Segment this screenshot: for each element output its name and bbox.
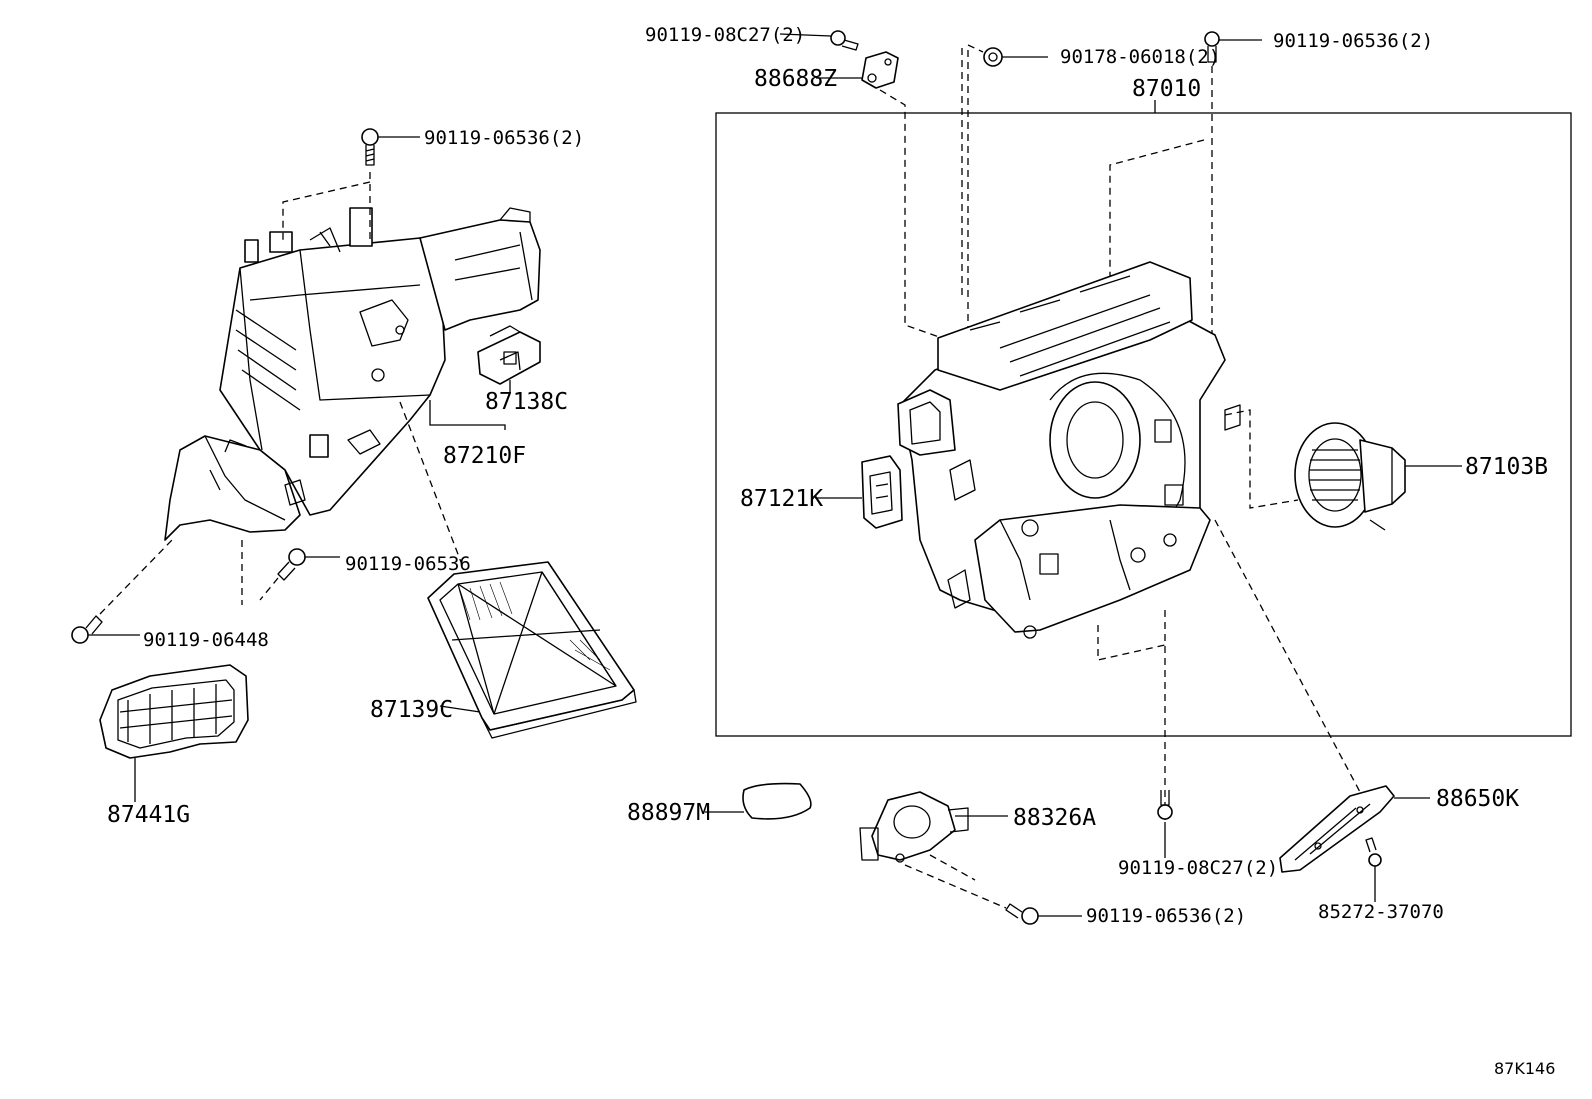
label-90119-08c27-bottom: 90119-08C27(2) — [1118, 857, 1278, 879]
label-90119-06536: 90119-06536 — [345, 553, 471, 575]
blower-case-87210f — [164, 207, 541, 541]
part-87121k — [861, 455, 903, 529]
screw-90119-06536-bottom — [1005, 903, 1039, 925]
screw-90119-06536-left — [361, 128, 379, 166]
screw-90119-06448 — [71, 615, 103, 644]
label-85272-37070: 85272-37070 — [1318, 901, 1444, 923]
label-90119-08c27-top: 90119-08C27(2) — [645, 24, 805, 46]
label-87210f: 87210F — [443, 443, 526, 469]
label-88688z: 88688Z — [754, 66, 837, 92]
blower-motor-87103b — [1294, 422, 1406, 531]
resistor-87138c — [477, 325, 541, 385]
label-90119-06448: 90119-06448 — [143, 629, 269, 651]
servo-88326a — [859, 791, 969, 863]
screw-90119-08c27-bottom — [1157, 790, 1173, 820]
label-88326a: 88326A — [1013, 805, 1096, 831]
label-87010: 87010 — [1132, 76, 1201, 102]
label-90178-06018: 90178-06018(2) — [1060, 46, 1220, 68]
label-87121k: 87121K — [740, 486, 823, 512]
label-87139c: 87139C — [370, 697, 453, 723]
bracket-88650k — [1279, 785, 1395, 873]
filter-87139c — [427, 561, 637, 739]
plug-88897m — [742, 782, 812, 820]
screw-90119-06536 — [277, 548, 306, 581]
label-87103b: 87103B — [1465, 454, 1548, 480]
label-87138c: 87138C — [485, 389, 568, 415]
label-90119-06536-bottom: 90119-06536(2) — [1086, 905, 1246, 927]
label-90119-06536-left: 90119-06536(2) — [424, 127, 584, 149]
label-90119-06536-topright: 90119-06536(2) — [1273, 30, 1433, 52]
screw-90119-08c27-top — [830, 30, 859, 51]
assembly-87010-frame — [715, 112, 1572, 737]
screw-90119-06536-topright — [1204, 31, 1220, 63]
bracket-88688z — [861, 51, 899, 89]
label-88650k: 88650K — [1436, 786, 1519, 812]
grille-87441g — [99, 664, 249, 759]
clip-90178-06018 — [983, 47, 1003, 67]
screw-85272-37070 — [1365, 837, 1382, 867]
diagram-code: 87K146 — [1494, 1059, 1555, 1078]
heater-unit-87010 — [897, 261, 1241, 639]
label-87441g: 87441G — [107, 802, 190, 828]
label-88897m: 88897M — [627, 800, 710, 826]
